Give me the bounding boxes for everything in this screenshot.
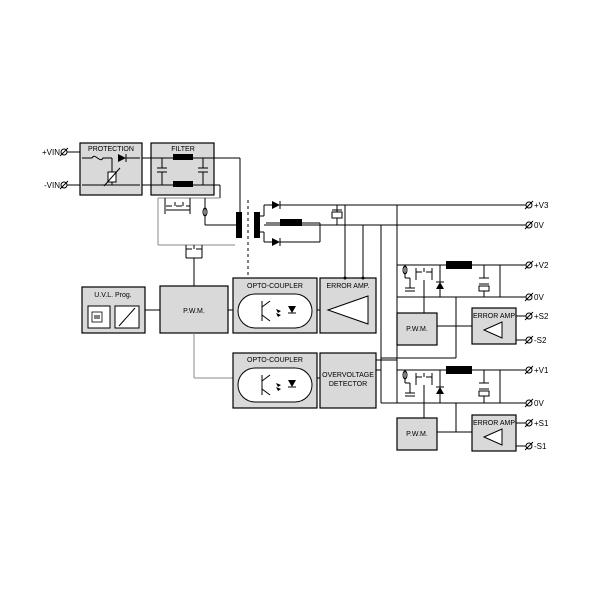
error-amp-main-block: ERROR AMP. [319, 276, 377, 334]
v1-label: +V1 [534, 366, 549, 375]
vin-neg-terminal: -VIN [44, 180, 80, 190]
pwm-v2-label: P.W.M. [406, 326, 428, 333]
filter-label: FILTER [171, 146, 195, 153]
v3-label: +V3 [534, 201, 549, 210]
v3-0v-terminal: 0V [519, 220, 544, 230]
fuse-icon [82, 155, 112, 161]
v2-choke-icon [446, 261, 472, 269]
pwm-v1-label: P.W.M. [406, 431, 428, 438]
v3-shunt-regulator-icon [331, 205, 343, 225]
v1-choke-icon [446, 366, 472, 374]
error-amp-v1-label: ERROR AMP [473, 420, 515, 427]
uvl-prog-block: U.V.L. Prog. [81, 286, 146, 334]
pwm-main-label: P.W.M. [183, 308, 205, 315]
opto-coupler-bottom-block: OPTO-COUPLER [232, 352, 318, 409]
v3-rectifier [260, 201, 520, 246]
pwm-v2-block: P.W.M. [396, 312, 438, 346]
protection-label: PROTECTION [88, 146, 134, 153]
error-amp-v1-block: ERROR AMP [471, 414, 517, 452]
v1-output-section [381, 366, 520, 418]
opto-bottom-label: OPTO-COUPLER [247, 357, 303, 364]
s1-neg-terminal: -S1 [519, 441, 547, 451]
overvoltage-detector-block: OVERVOLTAGE DETECTOR [319, 352, 377, 409]
pwm-v1-block: P.W.M. [396, 417, 438, 451]
v3-terminal: +V3 [519, 200, 549, 210]
overvoltage-label-line2: DETECTOR [329, 381, 367, 388]
v1-0v-terminal: 0V [519, 398, 544, 408]
v1-0v-label: 0V [534, 399, 544, 408]
diode-icon [118, 154, 126, 162]
choke-top-icon [173, 154, 193, 160]
v3-0v-label: 0V [534, 221, 544, 230]
vin-pos-terminal: +VIN [42, 147, 80, 157]
v2-0v-label: 0V [534, 293, 544, 302]
v2-label: +V2 [534, 261, 549, 270]
s1-pos-terminal: +S1 [519, 418, 549, 428]
opto-coupler-top-block: OPTO-COUPLER [232, 277, 318, 334]
protection-block: PROTECTION [79, 142, 143, 196]
error-amp-main-label: ERROR AMP. [326, 283, 369, 290]
pwm-main-block: P.W.M. [159, 285, 229, 334]
s2-neg-terminal: -S2 [519, 335, 547, 345]
v2-output-section [397, 261, 520, 313]
overvoltage-label-line1: OVERVOLTAGE [322, 372, 374, 379]
v2-0v-terminal: 0V [519, 292, 544, 302]
s1-neg-label: -S1 [534, 442, 547, 451]
error-amp-v2-label: ERROR AMP [473, 313, 515, 320]
vin-pos-label: +VIN [42, 148, 60, 157]
s2-neg-label: -S2 [534, 336, 547, 345]
filter-block: FILTER [150, 142, 215, 196]
s1-pos-label: +S1 [534, 419, 549, 428]
uvl-prog-label: U.V.L. Prog. [94, 292, 132, 299]
primary-switch [157, 197, 240, 286]
v2-terminal: +V2 [519, 260, 549, 270]
error-amp-v2-block: ERROR AMP [471, 307, 517, 345]
opto-top-label: OPTO-COUPLER [247, 283, 303, 290]
choke-bottom-icon [173, 181, 193, 187]
vin-neg-label: -VIN [44, 181, 60, 190]
v1-terminal: +V1 [519, 365, 549, 375]
s2-pos-terminal: +S2 [519, 311, 549, 321]
s2-pos-label: +S2 [534, 312, 549, 321]
